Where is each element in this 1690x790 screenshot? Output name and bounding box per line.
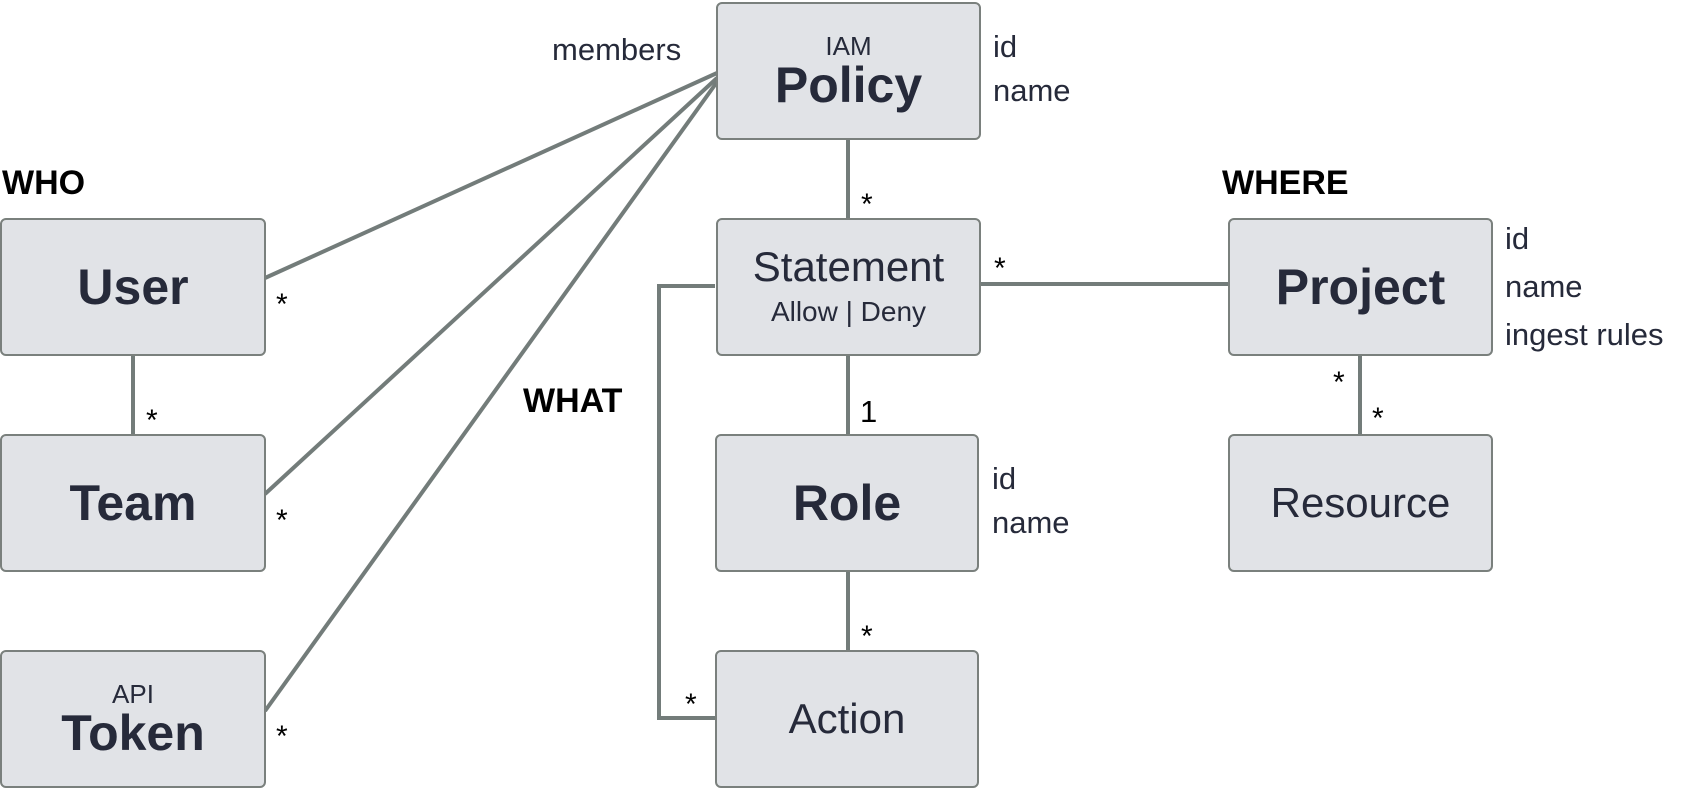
policy-attributes: id name bbox=[993, 25, 1071, 113]
statement-effect: Allow | Deny bbox=[770, 296, 927, 328]
token-title: Token bbox=[61, 705, 205, 762]
team-policy-connector bbox=[263, 76, 719, 496]
multiplicity-team-policy: * bbox=[276, 504, 288, 537]
statement-box[interactable]: Statement Allow | Deny bbox=[716, 218, 981, 356]
token-policy-connector bbox=[263, 80, 719, 713]
what-heading: WHAT bbox=[523, 382, 623, 420]
role-title: Role bbox=[792, 475, 902, 531]
project-attributes: id name ingest rules bbox=[1505, 215, 1664, 359]
multiplicity-token-policy: * bbox=[276, 720, 288, 753]
token-super-label: API bbox=[112, 678, 154, 709]
action-box[interactable]: Action bbox=[715, 650, 979, 788]
who-heading: WHO bbox=[2, 164, 86, 202]
user-box[interactable]: User bbox=[0, 218, 266, 356]
multiplicity-user-policy: * bbox=[276, 288, 288, 321]
user-title: User bbox=[77, 259, 189, 315]
role-box[interactable]: Role bbox=[715, 434, 979, 572]
policy-attr-id: id bbox=[993, 29, 1018, 64]
project-attr-id: id bbox=[1505, 221, 1530, 256]
policy-title: Policy bbox=[774, 57, 923, 114]
team-title: Team bbox=[69, 475, 197, 531]
multiplicity-role-action: * bbox=[861, 620, 873, 653]
multiplicity-policy-statement: * bbox=[861, 188, 873, 221]
user-policy-connector bbox=[264, 71, 718, 280]
team-box[interactable]: Team bbox=[0, 434, 266, 572]
project-attr-name: name bbox=[1505, 269, 1583, 304]
statement-title: Statement bbox=[752, 243, 945, 291]
multiplicity-statement-role: 1 bbox=[860, 394, 878, 429]
role-attr-name: name bbox=[992, 505, 1070, 540]
resource-box[interactable]: Resource bbox=[1228, 434, 1493, 572]
policy-members-label: members bbox=[552, 32, 682, 67]
policy-box[interactable]: IAM Policy bbox=[716, 2, 981, 140]
token-box[interactable]: API Token bbox=[0, 650, 266, 788]
multiplicity-resource-side: * bbox=[1372, 402, 1384, 435]
multiplicity-statement-action: * bbox=[685, 688, 697, 721]
multiplicity-statement-project: * bbox=[994, 252, 1006, 285]
role-attributes: id name bbox=[992, 457, 1070, 545]
project-box[interactable]: Project bbox=[1228, 218, 1493, 356]
resource-title: Resource bbox=[1270, 478, 1451, 526]
multiplicity-project-side: * bbox=[1333, 366, 1345, 399]
role-attr-id: id bbox=[992, 461, 1017, 496]
policy-super-label: IAM bbox=[825, 30, 872, 61]
multiplicity-user-team: * bbox=[146, 404, 158, 437]
statement-action-connector bbox=[657, 284, 715, 720]
policy-attr-name: name bbox=[993, 73, 1071, 108]
action-title: Action bbox=[788, 694, 906, 742]
project-title: Project bbox=[1275, 259, 1446, 315]
project-attr-ingest-rules: ingest rules bbox=[1505, 317, 1664, 352]
where-heading: WHERE bbox=[1222, 164, 1349, 202]
